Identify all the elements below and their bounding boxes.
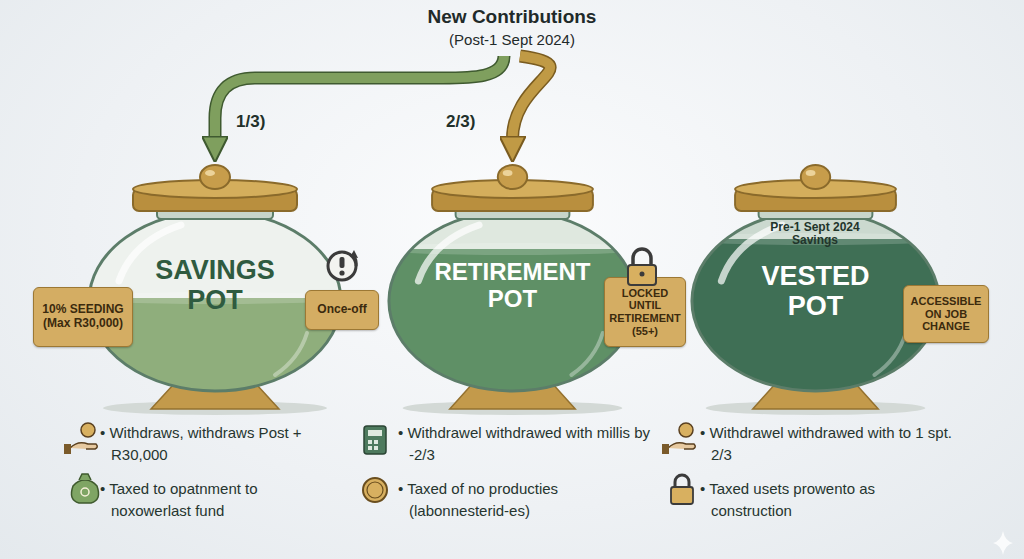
- flow-arrow: [513, 56, 551, 139]
- sparkle-mark: [993, 531, 1013, 555]
- split-fraction: 2/3): [446, 112, 475, 132]
- header-subtitle: (Post-1 Sept 2024): [449, 31, 575, 48]
- jar-title: SAVINGS POT: [135, 255, 295, 315]
- tag-text: LOCKED UNTIL RETIREMENT (55+): [608, 287, 682, 338]
- header-title: New Contributions: [428, 6, 597, 28]
- jar-title: VESTED POT: [738, 261, 893, 321]
- bullet-note: • Taxed to opatnment to noxowerlast fund: [100, 478, 331, 522]
- bullet-note: • Taxed of no producties (labonnesterid-…: [398, 478, 654, 522]
- tag-text: ACCESSIBLE ON JOB CHANGE: [907, 295, 985, 333]
- once-off-tag: Once-off: [305, 290, 379, 330]
- bullet-note: • Withdrawel withdrawed with millis by -…: [398, 422, 654, 466]
- flow-arrow: [215, 56, 504, 139]
- arrow-outline: [215, 56, 504, 139]
- coin-icon: [363, 478, 387, 502]
- header-box: New Contributions (Post-1 Sept 2024): [392, 2, 632, 56]
- calculator-icon: [364, 426, 386, 454]
- tag-text: 10% SEEDING (Max R30,000): [37, 303, 129, 331]
- money-bag-icon: [71, 474, 98, 503]
- locked-tag: LOCKED UNTIL RETIREMENT (55+): [604, 277, 686, 347]
- arrow-body: [215, 56, 504, 139]
- lock-icon: [671, 475, 693, 504]
- money-hand-icon: [662, 423, 695, 454]
- jar-subtitle: Pre-1 Sept 2024 Savings: [760, 221, 870, 248]
- bullet-note: • Withdrawel withdrawed with to 1 spt. 2…: [700, 422, 956, 466]
- retirement-jar: RETIREMENT POT: [385, 163, 640, 415]
- bullet-note: • Withdraws, withdraws Post + R30,000: [100, 422, 326, 466]
- accessible-tag: ACCESSIBLE ON JOB CHANGE: [903, 285, 989, 343]
- jar-title: RETIREMENT POT: [420, 259, 605, 313]
- seeding-tag: 10% SEEDING (Max R30,000): [33, 287, 133, 347]
- bullet-note: • Taxed usets prowento as construction: [700, 478, 941, 522]
- split-fraction: 1/3): [236, 112, 265, 132]
- arrow-body: [513, 56, 551, 139]
- money-hand-icon: [64, 423, 97, 454]
- arrow-outline: [513, 56, 551, 139]
- tag-text: Once-off: [317, 303, 366, 317]
